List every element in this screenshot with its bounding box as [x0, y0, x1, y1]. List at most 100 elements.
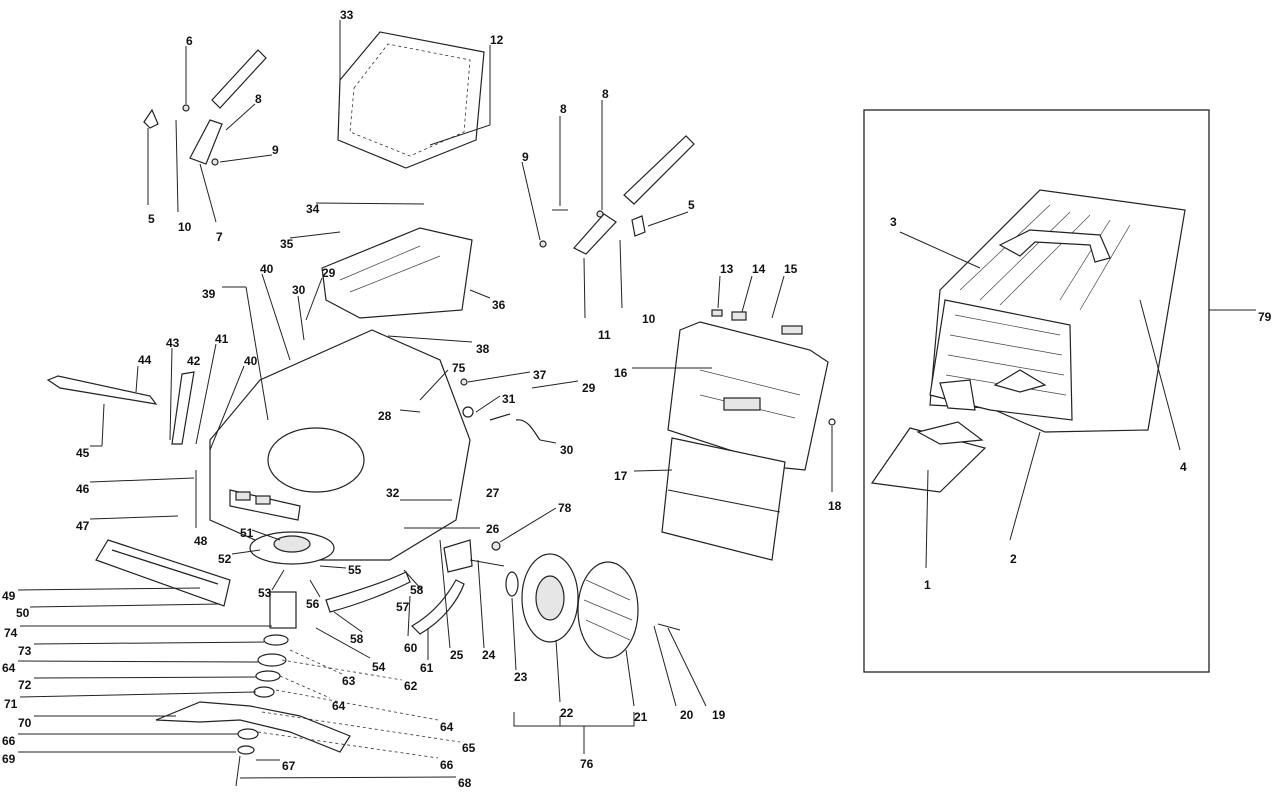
- clip-13: [711, 309, 723, 317]
- callout-c44: 44: [138, 353, 152, 367]
- callout-c39: 39: [202, 287, 216, 301]
- callout-c58b: 58: [350, 632, 364, 646]
- callout-c8b: 8: [560, 102, 567, 116]
- callout-c54: 54: [372, 660, 386, 674]
- callout-c3: 3: [890, 215, 897, 229]
- grass-bag-detail-frame: [863, 109, 1210, 673]
- callout-c23: 23: [514, 670, 528, 684]
- callout-c26: 26: [486, 522, 500, 536]
- callout-c37: 37: [533, 368, 547, 382]
- callout-c30a: 30: [292, 283, 306, 297]
- callout-c8c: 8: [602, 87, 609, 101]
- callout-c47: 47: [76, 519, 90, 533]
- callout-c19: 19: [712, 708, 726, 722]
- callout-c64b: 64: [332, 699, 346, 713]
- callout-c65: 65: [462, 741, 476, 755]
- skirt-60: [325, 571, 411, 613]
- callout-c46: 46: [76, 482, 90, 496]
- callout-c64a: 64: [2, 661, 16, 675]
- callout-c61: 61: [420, 661, 434, 675]
- callout-c31: 31: [502, 392, 516, 406]
- callout-c66b: 66: [440, 758, 454, 772]
- callout-c24: 24: [482, 648, 496, 662]
- callout-c28: 28: [378, 409, 392, 423]
- callout-c57: 57: [396, 600, 410, 614]
- callout-c49: 49: [2, 589, 16, 603]
- callout-c5a: 5: [148, 212, 155, 226]
- callout-c69: 69: [2, 752, 16, 766]
- callout-c55: 55: [348, 563, 362, 577]
- callout-c11: 11: [598, 328, 611, 342]
- callout-c50: 50: [16, 606, 30, 620]
- callout-c6a: 6: [186, 34, 193, 48]
- callout-c78: 78: [558, 501, 572, 515]
- callout-c25: 25: [450, 648, 464, 662]
- callout-c10a: 10: [178, 220, 192, 234]
- callout-c74: 74: [4, 626, 18, 640]
- callout-c45: 45: [76, 446, 90, 460]
- clip-15: [781, 325, 803, 335]
- callout-c72: 72: [18, 678, 32, 692]
- callout-c75: 75: [452, 361, 466, 375]
- callout-c8a: 8: [255, 92, 262, 106]
- clip-14: [731, 311, 747, 321]
- callout-c32: 32: [386, 486, 400, 500]
- callout-c40b: 40: [244, 354, 258, 368]
- rear-wheel: [521, 553, 639, 659]
- callout-c51: 51: [240, 526, 254, 540]
- callout-c22: 22: [560, 706, 574, 720]
- callout-c56: 56: [306, 597, 320, 611]
- handle-tube-right: [573, 135, 695, 255]
- callout-c4: 4: [1180, 460, 1187, 474]
- callout-c21: 21: [634, 710, 648, 724]
- callout-c14: 14: [752, 262, 766, 276]
- callout-c35: 35: [280, 237, 294, 251]
- callout-c10b: 10: [642, 312, 656, 326]
- callout-c42: 42: [187, 354, 201, 368]
- callout-c43: 43: [166, 336, 180, 350]
- callout-c66a: 66: [2, 734, 16, 748]
- height-lever: [46, 371, 195, 445]
- callout-c71: 71: [4, 697, 18, 711]
- callout-c36: 36: [492, 298, 506, 312]
- callout-c58a: 58: [410, 583, 424, 597]
- front-handle-bar: [95, 539, 231, 607]
- callout-c73: 73: [18, 644, 32, 658]
- callout-c9a: 9: [272, 143, 279, 157]
- callout-c12: 12: [490, 33, 504, 47]
- grass-catcher-bag: [929, 189, 1186, 433]
- callout-c38: 38: [476, 342, 490, 356]
- callout-c13: 13: [720, 262, 734, 276]
- callout-c79: 79: [1258, 310, 1272, 324]
- rear-flap: [661, 437, 786, 561]
- callout-c29b: 29: [582, 381, 596, 395]
- callout-c63: 63: [342, 674, 356, 688]
- callout-c18: 18: [828, 499, 842, 513]
- callout-c33: 33: [340, 8, 354, 22]
- callout-c62: 62: [404, 679, 418, 693]
- callout-c9b: 9: [522, 150, 529, 164]
- callout-c2: 2: [1010, 552, 1017, 566]
- callout-c60: 60: [404, 641, 418, 655]
- callout-c29a: 29: [322, 266, 336, 280]
- callout-c17: 17: [614, 469, 628, 483]
- callout-c48: 48: [194, 534, 208, 548]
- callout-c20: 20: [680, 708, 694, 722]
- engine-mount: [249, 531, 335, 565]
- callout-c1: 1: [924, 578, 931, 592]
- callout-c64c: 64: [440, 720, 454, 734]
- callout-c52: 52: [218, 552, 232, 566]
- callout-c68: 68: [458, 776, 472, 790]
- callout-c16: 16: [614, 366, 628, 380]
- callout-c53: 53: [258, 586, 272, 600]
- handle-tube-left: [143, 49, 267, 165]
- callout-c67: 67: [282, 759, 296, 773]
- callout-c40a: 40: [260, 262, 274, 276]
- grass-bag-flap: [870, 421, 987, 493]
- engine-cover: [321, 227, 473, 319]
- callout-c76: 76: [580, 757, 594, 771]
- callout-c30b: 30: [560, 443, 574, 457]
